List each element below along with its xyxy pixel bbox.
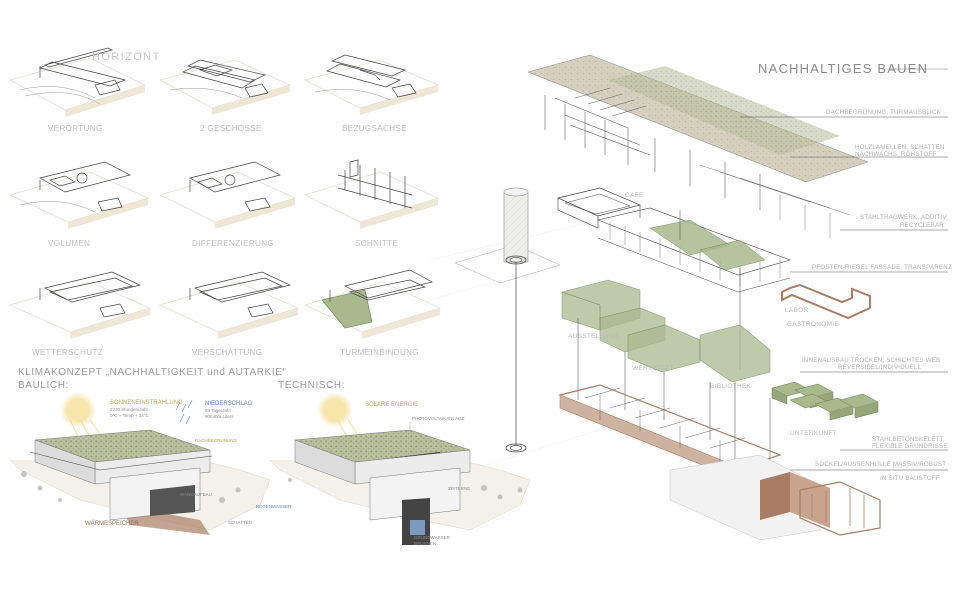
caption-volumen: VOLUMEN [48, 239, 90, 248]
annotation-7: REVERSIBEL/INDIVIDUELL [838, 364, 922, 371]
volume-label-5: UNTERKUNFT [790, 430, 837, 437]
study-verortung: HORIZONT VERORTUNG [8, 47, 161, 133]
annotation-5: PFOSTEN-RIEGEL FASSADE, TRANSPARENZ [812, 264, 952, 271]
nachhaltig-section: NACHHALTIGES BAUEN DACHBEGRÜNUNG, TURMAU… [429, 54, 952, 541]
volume-label-2: BIBLIOTHEK [710, 383, 752, 390]
caption-differenzierung: DIFFERENZIERUNG [192, 239, 274, 248]
base-skeleton [558, 384, 881, 541]
technisch-label: TECHNISCH: [278, 380, 345, 391]
sun-icon-2 [317, 392, 353, 428]
tech-note-4: BRUNNEN [414, 541, 436, 546]
study-schnitte: SCHNITTE [303, 159, 440, 248]
sun-icon [60, 392, 96, 428]
caption-turmeinbindung: TURMEINBINDUNG [340, 348, 419, 357]
nachhaltig-title: NACHHALTIGES BAUEN [758, 61, 928, 76]
annotation-10: SOCKEL/AUSSENHÜLLE MASSIV/ROBUST [815, 461, 946, 468]
niederschlag-label: NIEDERSCHLAG [205, 401, 253, 407]
roof-layer [527, 54, 869, 238]
study-wetterschutz: WETTERSCHUTZ [8, 271, 152, 357]
baulich-diagram: SONNENEINSTRAHLUNG 2230 Stunden/Jahr 0°C… [9, 392, 292, 535]
volume-label-1: WERKSTATT [632, 365, 674, 372]
annotation-6: INNENAUSBAU TROCKEN, SCHICHTES WEB [802, 357, 940, 364]
study-grid: HORIZONT VERORTUNG 2 GESCHOSSE BEZUGSACH… [8, 47, 442, 357]
annotation-11: IN SITU BAUSTOFF [880, 475, 940, 482]
baulich-note-1: DACHBEGRÜNUNG [195, 437, 238, 443]
solar-energie-label: SOLARE ENERGIE [365, 402, 418, 408]
klimakonzept-section: KLIMAKONZEPT „NACHHALTIGKEIT und AUTARKI… [9, 367, 531, 546]
modular-units [771, 381, 879, 421]
horizon-label: HORIZONT [92, 51, 161, 63]
sonne-sub1: 2230 Stunden/Jahr [110, 407, 149, 412]
warmespeicher-label: WÄRMESPEICHER [85, 520, 139, 527]
caption-2-geschosse: 2 GESCHOSSE [200, 124, 262, 133]
annotation-2: NACHWACHS. ROHSTOFF [855, 151, 937, 158]
caption-schnitte: SCHNITTE [355, 239, 398, 248]
annotation-4: RECYCLEBAR [900, 222, 944, 229]
annotation-column: DACHBEGRÜNUNG, TURMAUSBLICK HOLZLAMELLEN… [740, 109, 952, 482]
niederschlag-sub2: 90mm/a Liters [205, 414, 234, 419]
klima-heading: KLIMAKONZEPT „NACHHALTIGKEIT und AUTARKI… [18, 367, 286, 378]
study-differenzierung: DIFFERENZIERUNG [158, 161, 297, 248]
sonne-label: SONNENEINSTRAHLUNG [110, 400, 183, 406]
technisch-diagram: SOLARE ENERGIE PHOTOVOLTAIKANLAGE ZISTER… [269, 392, 531, 546]
tech-note-2: ZISTERNE [448, 486, 470, 491]
rain-icon [175, 399, 193, 425]
annotation-8: STAHLBETONSKELETT [872, 436, 944, 443]
study-turmeinbindung: TURMEINBINDUNG [303, 269, 442, 357]
caption-wetterschutz: WETTERSCHUTZ [32, 348, 103, 357]
study-verschattung: VERSCHATTUNG [158, 271, 300, 357]
study-bezugsachse: BEZUGSACHSE [303, 54, 440, 133]
facade-layer: CAFE [556, 187, 791, 370]
niederschlag-sub1: 58 Tage/Jahr [205, 408, 231, 413]
tech-note-1: PHOTOVOLTAIKANLAGE [412, 416, 465, 421]
study-2-geschosse: 2 GESCHOSSE [158, 59, 292, 133]
study-volumen: VOLUMEN [8, 161, 150, 248]
annotation-1: HOLZLAMELLEN, SCHATTEN [855, 144, 945, 151]
baulich-label: BAULICH: [18, 380, 69, 391]
baulich-note-3: REGENWASSER [256, 504, 292, 509]
volume-label-4: GASTRONOMIE [787, 321, 839, 328]
caption-bezugsachse: BEZUGSACHSE [342, 124, 407, 133]
tech-note-3: GRUNDWASSER [414, 535, 451, 540]
annotation-9: FLEXIBLE GRUNDRISSE [872, 443, 948, 450]
baulich-note-2: WANDAUFBAU [180, 492, 212, 497]
caption-verschattung: VERSCHATTUNG [192, 348, 262, 357]
interior-volumes: AUSSTELLUNG WERKSTATT BIBLIOTHEK UNTERKU… [561, 279, 879, 437]
annotation-3: STAHLTRAGWERK, ADDITIV [860, 214, 947, 221]
annotation-0: DACHBEGRÜNUNG, TURMAUSBLICK [826, 109, 942, 116]
caption-verortung: VERORTUNG [48, 124, 103, 133]
tower [429, 187, 601, 471]
cafe-label: CAFE [625, 192, 644, 199]
sonne-sub2: 0°C + Temp + 34°C [110, 413, 150, 418]
volume-label-0: AUSSTELLUNG [568, 333, 619, 340]
baulich-note-4: SCHATTEN [228, 520, 252, 525]
volume-label-3: LABOR [785, 307, 809, 314]
